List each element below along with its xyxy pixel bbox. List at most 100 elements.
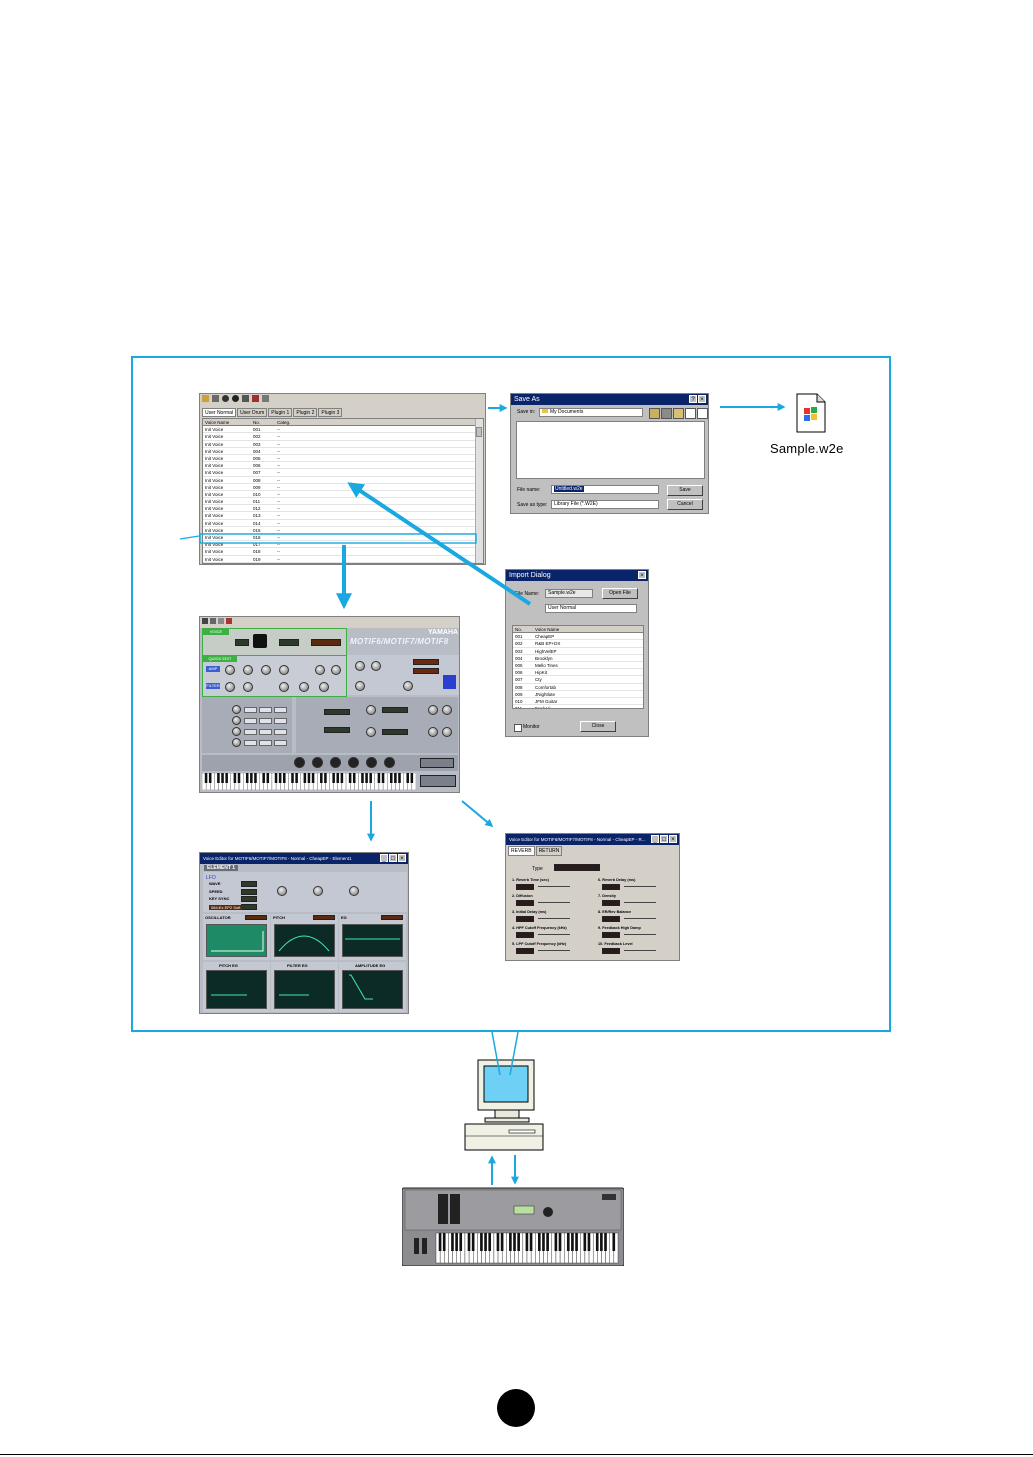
attack-knob[interactable] (225, 665, 235, 675)
chorus-send-knob[interactable] (366, 727, 376, 737)
resonance-knob[interactable] (299, 682, 309, 692)
close-button[interactable]: Close (580, 721, 616, 732)
controller-knob-5[interactable] (366, 757, 377, 768)
voice-icon[interactable] (232, 395, 239, 402)
arpeggio-speed-knob[interactable] (403, 681, 413, 691)
reverb-value-display[interactable] (602, 916, 620, 922)
maximize-icon[interactable]: □ (389, 854, 397, 862)
filter-attack-knob[interactable] (225, 682, 235, 692)
reverb-slider[interactable] (624, 918, 656, 919)
black-key[interactable] (295, 773, 298, 783)
black-key[interactable] (278, 773, 282, 783)
table-row[interactable]: Init Voice020-- (203, 563, 483, 564)
black-key[interactable] (369, 773, 372, 783)
help-icon[interactable]: ? (689, 395, 697, 403)
desktop-icon[interactable] (661, 408, 672, 419)
maximize-icon[interactable]: □ (660, 835, 668, 843)
element-parameter-box[interactable] (244, 707, 257, 713)
element-parameter-box[interactable] (244, 740, 257, 746)
column-header-category[interactable]: Categ. (277, 420, 291, 425)
release-knob[interactable] (279, 665, 289, 675)
black-key[interactable] (303, 773, 307, 783)
black-key[interactable] (204, 773, 208, 783)
tab-plugin-2[interactable]: Plugin 2 (293, 408, 318, 417)
pan-knob[interactable] (331, 665, 341, 675)
reverb-send-knob[interactable] (366, 705, 376, 715)
eg-graph[interactable] (342, 970, 403, 1009)
info-icon[interactable] (262, 395, 269, 402)
black-key[interactable] (406, 773, 409, 783)
save-as-type-select[interactable]: Library File (*.W2E) (551, 500, 659, 509)
pitch-bend-upper-knob[interactable] (371, 661, 381, 671)
reverb-value-display[interactable] (516, 916, 534, 922)
tab-plugin-3[interactable]: Plugin 3 (318, 408, 343, 417)
element-level-knob[interactable] (232, 716, 241, 725)
volume-knob[interactable] (315, 665, 325, 675)
filter-decay-knob[interactable] (243, 682, 253, 692)
save-icon[interactable] (212, 395, 219, 402)
save-button[interactable]: Save (667, 485, 703, 496)
file-browser-area[interactable] (516, 421, 705, 479)
edit-icon[interactable] (252, 395, 259, 402)
black-key[interactable] (389, 773, 393, 783)
minimize-icon[interactable]: _ (651, 835, 659, 843)
close-icon[interactable]: × (669, 835, 677, 843)
column-header-number[interactable]: No. (253, 420, 261, 425)
cutoff-knob[interactable] (279, 682, 289, 692)
voice-list-scrollbar[interactable] (475, 419, 483, 563)
black-key[interactable] (233, 773, 237, 783)
reverb-slider[interactable] (624, 886, 656, 887)
reverb-value-display[interactable] (516, 884, 534, 890)
monitor-checkbox[interactable] (514, 724, 522, 732)
tab-reverb[interactable]: REVERB (508, 846, 535, 856)
element-level-knob[interactable] (232, 727, 241, 736)
black-key[interactable] (250, 773, 253, 783)
file-name-input[interactable]: Untitled.w2e (551, 485, 659, 494)
element-level-knob[interactable] (232, 705, 241, 714)
envelope-graph[interactable] (342, 924, 403, 957)
pitch-mod-knob[interactable] (277, 886, 287, 896)
save-icon[interactable] (210, 618, 216, 624)
black-key[interactable] (262, 773, 265, 783)
note-icon[interactable] (222, 395, 229, 402)
tab-plugin-1[interactable]: Plugin 1 (268, 408, 293, 417)
tab-return[interactable]: RETURN (535, 846, 563, 856)
black-key[interactable] (225, 773, 228, 783)
black-key[interactable] (394, 773, 397, 783)
up-folder-icon[interactable] (649, 408, 660, 419)
reverb-slider[interactable] (624, 934, 656, 935)
black-key[interactable] (324, 773, 327, 783)
virtual-keyboard[interactable] (201, 772, 417, 791)
portamento-time-knob[interactable] (355, 681, 365, 691)
details-view-icon[interactable] (697, 408, 708, 419)
black-key[interactable] (410, 773, 414, 783)
black-key[interactable] (237, 773, 241, 783)
element-parameter-box[interactable] (274, 729, 287, 735)
black-key[interactable] (274, 773, 278, 783)
element-level-knob[interactable] (232, 738, 241, 747)
open-icon[interactable] (202, 618, 208, 624)
black-key[interactable] (311, 773, 315, 783)
new-folder-icon[interactable] (673, 408, 684, 419)
print-icon[interactable] (218, 618, 224, 624)
black-key[interactable] (221, 773, 224, 783)
controller-knob-1[interactable] (294, 757, 305, 768)
lfo-value-display[interactable] (241, 903, 257, 910)
envelope-graph[interactable] (206, 924, 267, 957)
black-key[interactable] (320, 773, 323, 783)
drum-icon[interactable] (242, 395, 249, 402)
controller-knob-4[interactable] (348, 757, 359, 768)
